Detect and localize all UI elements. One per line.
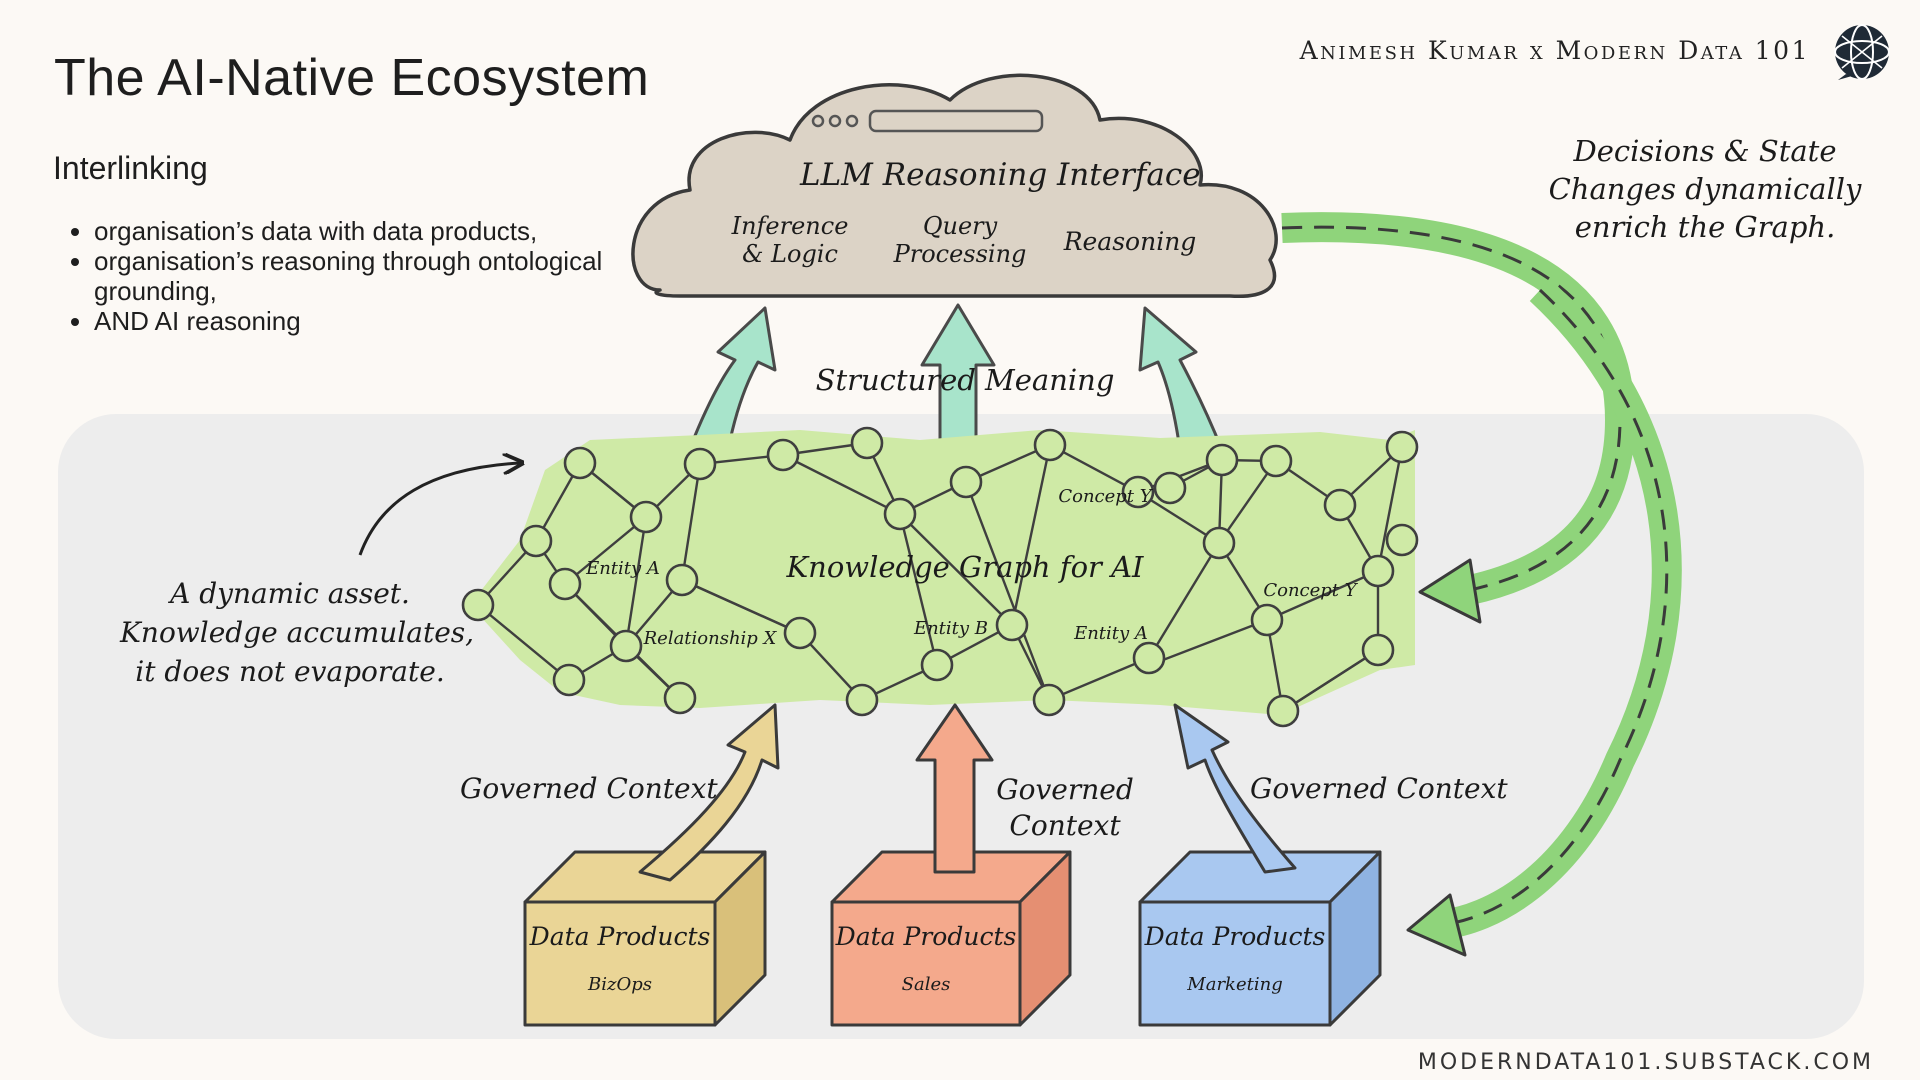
page-title: The AI-Native Ecosystem bbox=[54, 49, 650, 107]
feedback-note: Decisions & State Changes dynamically en… bbox=[1540, 132, 1870, 246]
feedback-line: Decisions & State bbox=[1573, 134, 1837, 168]
browser-bar-icon bbox=[811, 109, 1044, 133]
cloud-item-line: & Logic bbox=[742, 240, 838, 268]
dynamic-asset-note: A dynamic asset. Knowledge accumulates, … bbox=[120, 574, 475, 691]
cloud-item-line: Processing bbox=[893, 240, 1027, 268]
llm-cloud-shape bbox=[631, 73, 1278, 299]
governed-context-label-right: Governed Context bbox=[1250, 772, 1508, 805]
cloud-item-line: Inference bbox=[731, 212, 849, 240]
governed-arrow-sales bbox=[915, 703, 994, 874]
data-product-domain: Marketing bbox=[1187, 974, 1283, 995]
graph-label-relationship-x: Relationship X bbox=[643, 628, 777, 649]
graph-label-entity-a-right: Entity A bbox=[1074, 623, 1148, 644]
governed-context-label-left: Governed Context bbox=[460, 772, 718, 805]
graph-label-entity-b: Entity B bbox=[913, 618, 989, 639]
asset-note-line: A dynamic asset. bbox=[170, 577, 410, 610]
governed-line: Governed bbox=[996, 773, 1134, 806]
data-product-domain: BizOps bbox=[588, 974, 652, 995]
bullet-item: organisation’s reasoning through ontolog… bbox=[94, 246, 614, 306]
author-credit: Animesh Kumar x Modern Data 101 bbox=[1299, 36, 1810, 65]
graph-title: Knowledge Graph for AI bbox=[786, 550, 1144, 584]
graph-label-concept-y: Concept Y bbox=[1058, 486, 1152, 507]
cloud-title: LLM Reasoning Interface bbox=[800, 157, 1201, 193]
asset-note-line: Knowledge accumulates, bbox=[120, 616, 475, 649]
graph-nodes bbox=[461, 426, 1419, 728]
cloud-item-query: Query Processing bbox=[885, 212, 1035, 268]
feedback-arrows bbox=[1281, 212, 1682, 957]
feedback-line: enrich the Graph. bbox=[1574, 210, 1836, 244]
mint-arrow-right bbox=[1138, 306, 1224, 452]
governed-context-label-mid: Governed Context bbox=[990, 772, 1140, 844]
cloud-item-inference: Inference & Logic bbox=[715, 212, 865, 268]
bullet-item: organisation’s data with data products, bbox=[94, 216, 614, 246]
data-product-title: Data Products bbox=[835, 922, 1017, 951]
intro-heading: Interlinking bbox=[53, 150, 208, 186]
data-product-domain: Sales bbox=[901, 974, 951, 995]
data-product-title: Data Products bbox=[529, 922, 711, 951]
globe-logo-icon bbox=[1832, 22, 1892, 82]
bullet-item: AND AI reasoning bbox=[94, 306, 614, 336]
data-product-title: Data Products bbox=[1144, 922, 1326, 951]
cloud-item-reasoning: Reasoning bbox=[1055, 228, 1205, 256]
cloud-item-line: Query bbox=[922, 212, 998, 240]
graph-label-concept-y-right: Concept Y bbox=[1263, 580, 1357, 601]
pointer-arrow bbox=[358, 463, 520, 556]
footer-url: MODERNDATA101.SUBSTACK.COM bbox=[1417, 1050, 1874, 1075]
mint-arrow-left bbox=[688, 306, 777, 452]
graph-label-entity-a: Entity A bbox=[586, 558, 660, 579]
asset-note-line: it does not evaporate. bbox=[135, 655, 445, 688]
data-product-box-bizops bbox=[523, 850, 767, 1027]
cloud-item-line: Reasoning bbox=[1063, 227, 1197, 256]
governed-line: Context bbox=[1009, 809, 1121, 842]
governed-arrow-bizops bbox=[638, 703, 780, 882]
feedback-line: Changes dynamically bbox=[1548, 172, 1862, 206]
intro-bullets: organisation’s data with data products, … bbox=[68, 216, 614, 336]
governed-arrow-marketing bbox=[1173, 703, 1297, 874]
data-product-box-sales bbox=[830, 850, 1072, 1027]
data-product-box-marketing bbox=[1138, 850, 1382, 1027]
structured-meaning-label: Structured Meaning bbox=[815, 363, 1115, 397]
